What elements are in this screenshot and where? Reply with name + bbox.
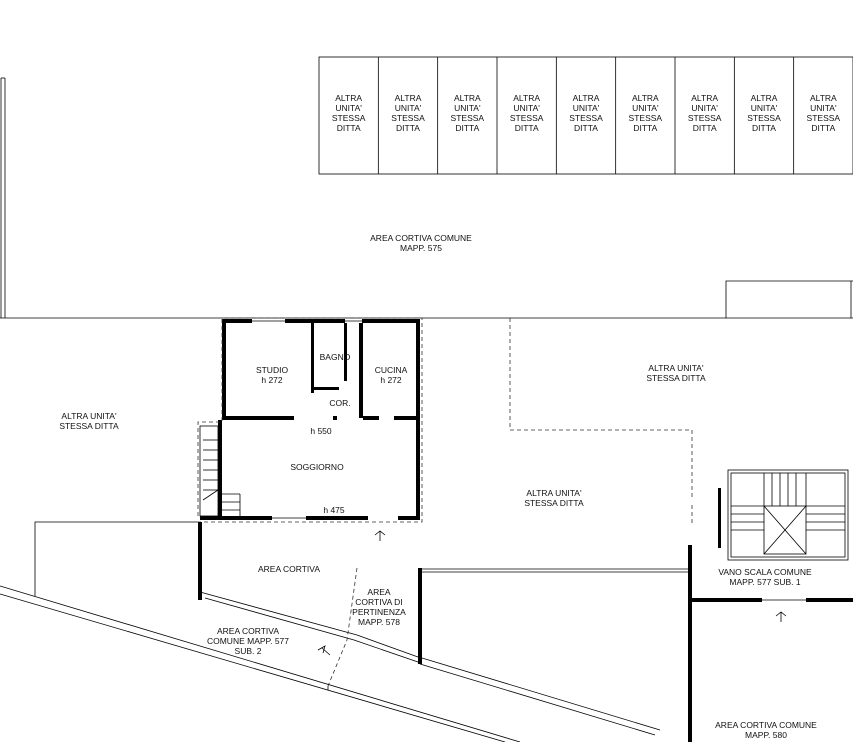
- courtyard-boundary-line: [0, 280, 853, 319]
- area-cortiva-boundaries: [0, 521, 690, 742]
- apartment-walls: [197, 317, 423, 523]
- label-area-cortiva: AREA CORTIVA: [258, 564, 320, 574]
- altra-unita-right-outline: [509, 318, 693, 525]
- label-h550: h 550: [310, 426, 332, 436]
- label-h475: h 475: [323, 505, 345, 515]
- label-bagno: BAGNO: [320, 352, 351, 362]
- label-altra-unita-right-top: ALTRA UNITA'STESSA DITTA: [646, 363, 706, 383]
- entrance-arrows: [317, 530, 787, 656]
- vano-scala-comune: [688, 469, 853, 742]
- label-soggiorno: SOGGIORNO: [290, 462, 344, 472]
- stair-treads: [731, 473, 845, 531]
- internal-stair: [202, 439, 241, 516]
- label-altra-unita-center: ALTRA UNITA'STESSA DITTA: [524, 488, 584, 508]
- left-boundary-wall: [0, 77, 6, 318]
- label-altra-unita-left: ALTRA UNITA'STESSA DITTA: [59, 411, 119, 431]
- label-cor: COR.: [329, 398, 350, 408]
